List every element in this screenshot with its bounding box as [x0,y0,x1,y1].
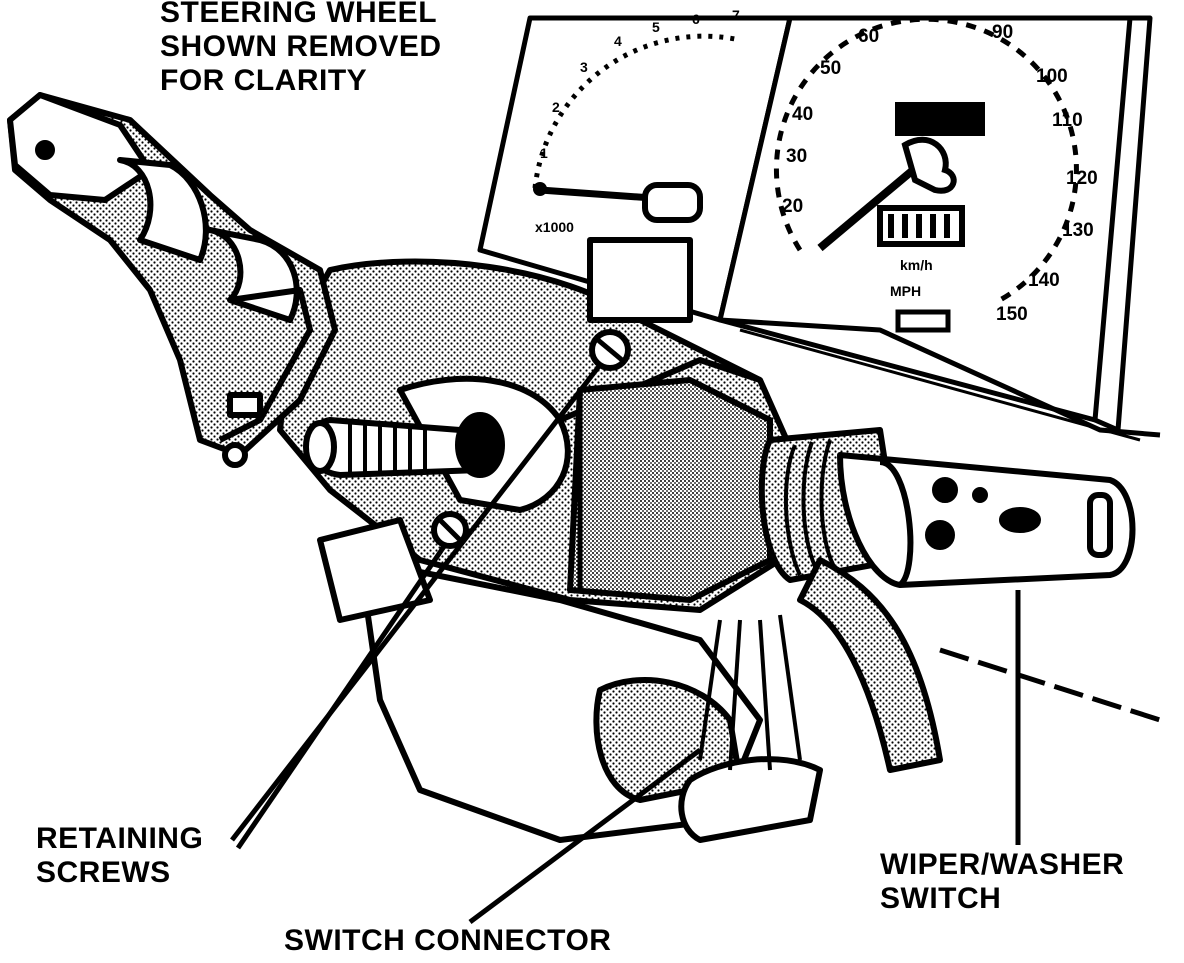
speedometer-label-50: 50 [820,58,841,79]
tachometer: 1 2 3 4 5 6 7 x1000 [532,7,741,235]
speedometer-unit-mph: MPH [890,283,921,299]
tachometer-label-1: 1 [540,145,548,161]
tachometer-unit: x1000 [535,219,574,235]
wiper-washer-switch-line-1: WIPER/WASHER [880,848,1125,881]
note-line-1: STEERING WHEEL [160,0,438,29]
note-line-3: FOR CLARITY [160,64,368,97]
leader-switch-connector [468,747,702,925]
retaining-screws-line-1: RETAINING [36,822,204,855]
speedometer-label-110: 110 [1052,110,1083,131]
retaining-screw-upper [589,329,631,371]
tachometer-label-5: 5 [652,19,660,35]
tachometer-label-4: 4 [614,33,622,49]
wiper-washer-switch-line-2: SWITCH [880,882,1002,915]
tachometer-needle-hub [642,182,703,223]
speedometer-label-20: 20 [782,196,803,217]
tachometer-label-3: 3 [580,59,588,75]
leader-lines [230,363,1161,925]
retaining-screw-lower [431,511,469,549]
speedometer-label-140: 140 [1028,270,1060,291]
note-line-2: SHOWN REMOVED [160,30,442,63]
retaining-screws-label: RETAINING SCREWS [36,822,203,890]
speedometer-label-40: 40 [792,104,813,125]
tachometer-labels: 1 2 3 4 5 6 7 [540,7,740,161]
lower-column [317,237,943,843]
speedometer-label-130: 130 [1062,220,1094,241]
speedometer-label-30: 30 [786,146,807,167]
column-shroud [277,258,803,613]
switch-connector-label: SWITCH CONNECTOR [284,924,612,957]
leader-retaining-screw-upper [230,363,602,842]
tachometer-label-2: 2 [552,99,560,115]
leader-retaining-screw-lower [235,543,448,850]
retaining-screws-line-2: SCREWS [36,856,171,889]
odometer-upper [895,102,985,136]
speedometer-label-60: 60 [858,26,879,47]
speedometer-label-150: 150 [996,304,1028,325]
wiper-washer-lever [758,427,1136,588]
tachometer-label-6: 6 [692,11,700,27]
speedometer-label-120: 120 [1066,168,1098,189]
tachometer-label-7: 7 [732,7,740,23]
steering-shaft [303,412,505,478]
speedometer-label-100: 100 [1036,66,1068,87]
steering-wheel-note: STEERING WHEEL SHOWN REMOVED FOR CLARITY [160,0,442,98]
wiper-washer-switch-label: WIPER/WASHER SWITCH [880,848,1124,916]
speedometer-label-90: 90 [992,22,1013,43]
speedometer-unit-kmh: km/h [900,257,933,273]
turn-signal-lever [7,92,338,468]
instrument-cluster [477,15,1161,442]
